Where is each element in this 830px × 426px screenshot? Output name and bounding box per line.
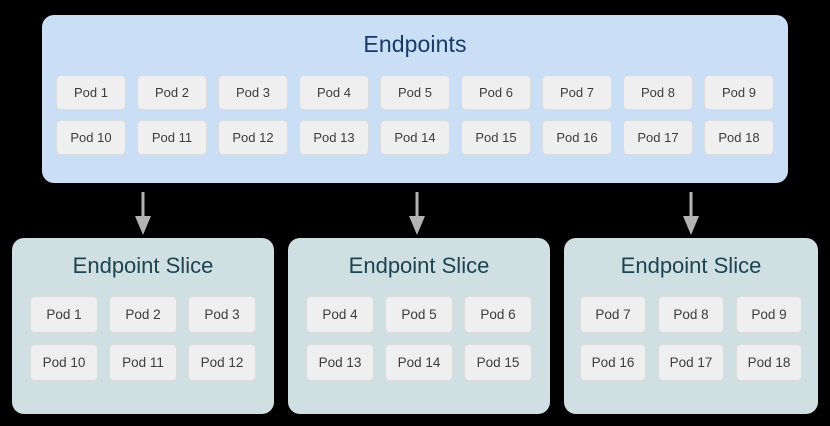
pod-chip[interactable]: Pod 12 — [188, 344, 256, 381]
pod-chip[interactable]: Pod 17 — [658, 344, 724, 381]
endpoint-slice-box-3: Endpoint Slice Pod 7 Pod 8 Pod 9 Pod 16 … — [564, 238, 818, 414]
slice-pod-row-1: Pod 1 Pod 2 Pod 3 — [30, 296, 256, 333]
endpoint-slice-title: Endpoint Slice — [620, 253, 762, 278]
pod-chip[interactable]: Pod 6 — [461, 75, 531, 110]
endpoints-pod-row-1: Pod 1 Pod 2 Pod 3 Pod 4 Pod 5 Pod 6 Pod … — [56, 75, 774, 110]
pod-chip[interactable]: Pod 8 — [623, 75, 693, 110]
pod-chip[interactable]: Pod 14 — [385, 344, 453, 381]
pod-chip[interactable]: Pod 11 — [109, 344, 177, 381]
pod-chip[interactable]: Pod 6 — [464, 296, 532, 333]
pod-chip[interactable]: Pod 7 — [542, 75, 612, 110]
arrow-down-icon — [681, 192, 701, 236]
pod-chip[interactable]: Pod 10 — [56, 120, 126, 155]
pod-chip[interactable]: Pod 1 — [30, 296, 98, 333]
pod-chip[interactable]: Pod 5 — [385, 296, 453, 333]
endpoint-slice-pod-grid: Pod 7 Pod 8 Pod 9 Pod 16 Pod 17 Pod 18 — [580, 296, 802, 392]
endpoint-slice-pod-grid: Pod 1 Pod 2 Pod 3 Pod 10 Pod 11 Pod 12 — [30, 296, 256, 392]
pod-chip[interactable]: Pod 3 — [188, 296, 256, 333]
pod-chip[interactable]: Pod 9 — [736, 296, 802, 333]
pod-chip[interactable]: Pod 15 — [464, 344, 532, 381]
endpoints-panel: Endpoints Pod 1 Pod 2 Pod 3 Pod 4 Pod 5 … — [42, 15, 788, 183]
endpoint-slice-box-1: Endpoint Slice Pod 1 Pod 2 Pod 3 Pod 10 … — [12, 238, 274, 414]
pod-chip[interactable]: Pod 12 — [218, 120, 288, 155]
slice-pod-row-2: Pod 10 Pod 11 Pod 12 — [30, 344, 256, 381]
pod-chip[interactable]: Pod 16 — [580, 344, 646, 381]
pod-chip[interactable]: Pod 14 — [380, 120, 450, 155]
pod-chip[interactable]: Pod 17 — [623, 120, 693, 155]
pod-chip[interactable]: Pod 2 — [137, 75, 207, 110]
endpoint-slice-pod-grid: Pod 4 Pod 5 Pod 6 Pod 13 Pod 14 Pod 15 — [306, 296, 532, 392]
endpoint-slice-title: Endpoint Slice — [348, 253, 490, 278]
arrow-down-icon — [133, 192, 153, 236]
pod-chip[interactable]: Pod 13 — [299, 120, 369, 155]
pod-chip[interactable]: Pod 7 — [580, 296, 646, 333]
pod-chip[interactable]: Pod 11 — [137, 120, 207, 155]
slice-pod-row-2: Pod 13 Pod 14 Pod 15 — [306, 344, 532, 381]
pod-chip[interactable]: Pod 1 — [56, 75, 126, 110]
slice-pod-row-2: Pod 16 Pod 17 Pod 18 — [580, 344, 802, 381]
slice-pod-row-1: Pod 7 Pod 8 Pod 9 — [580, 296, 802, 333]
pod-chip[interactable]: Pod 18 — [704, 120, 774, 155]
pod-chip[interactable]: Pod 4 — [299, 75, 369, 110]
pod-chip[interactable]: Pod 2 — [109, 296, 177, 333]
pod-chip[interactable]: Pod 3 — [218, 75, 288, 110]
endpoints-title: Endpoints — [363, 31, 467, 57]
pod-chip[interactable]: Pod 18 — [736, 344, 802, 381]
pod-chip[interactable]: Pod 10 — [30, 344, 98, 381]
endpoints-pod-grid: Pod 1 Pod 2 Pod 3 Pod 4 Pod 5 Pod 6 Pod … — [56, 75, 774, 155]
pod-chip[interactable]: Pod 15 — [461, 120, 531, 155]
endpoint-slice-title: Endpoint Slice — [72, 253, 214, 278]
pod-chip[interactable]: Pod 8 — [658, 296, 724, 333]
pod-chip[interactable]: Pod 13 — [306, 344, 374, 381]
pod-chip[interactable]: Pod 9 — [704, 75, 774, 110]
slice-pod-row-1: Pod 4 Pod 5 Pod 6 — [306, 296, 532, 333]
endpoint-slice-box-2: Endpoint Slice Pod 4 Pod 5 Pod 6 Pod 13 … — [288, 238, 550, 414]
endpoints-pod-row-2: Pod 10 Pod 11 Pod 12 Pod 13 Pod 14 Pod 1… — [56, 120, 774, 155]
pod-chip[interactable]: Pod 5 — [380, 75, 450, 110]
pod-chip[interactable]: Pod 16 — [542, 120, 612, 155]
pod-chip[interactable]: Pod 4 — [306, 296, 374, 333]
arrow-down-icon — [407, 192, 427, 236]
